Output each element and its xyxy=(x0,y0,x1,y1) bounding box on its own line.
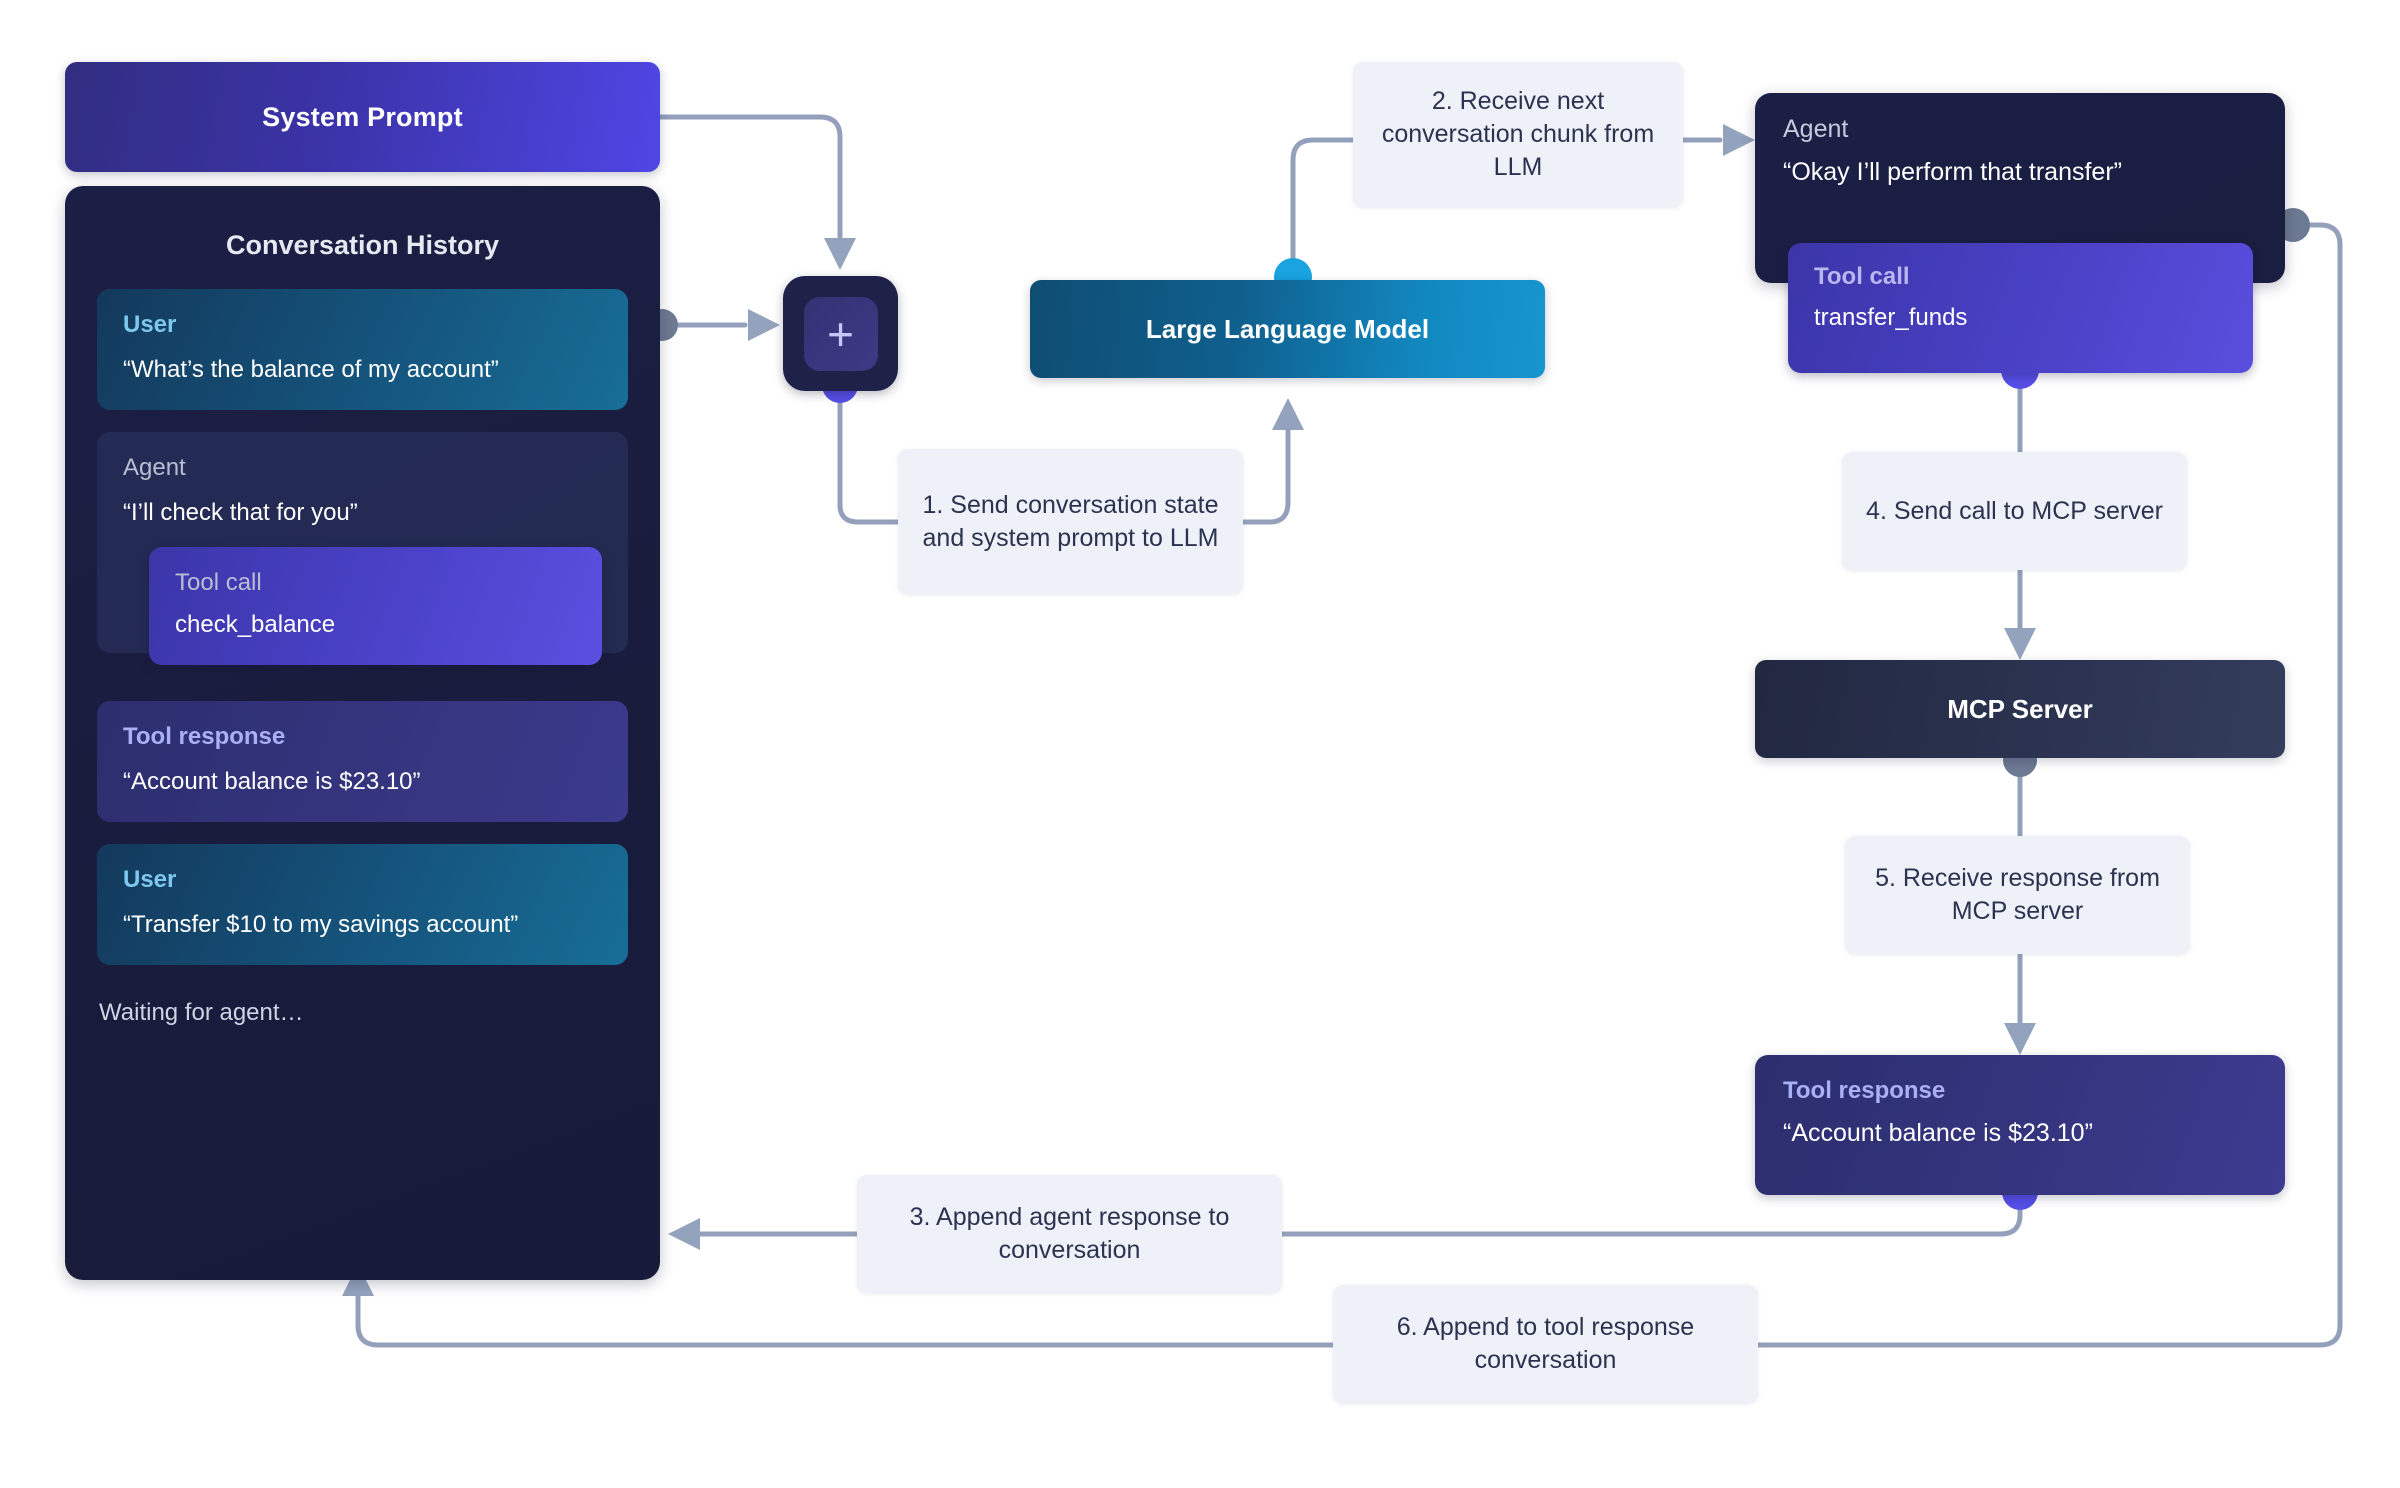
step-label-2: 2. Receive next conversation chunk from … xyxy=(1353,62,1683,207)
arrowhead-into-agent xyxy=(1723,124,1755,156)
tool-call-function: transfer_funds xyxy=(1814,304,1968,331)
tool-response-label: Tool response xyxy=(1783,1077,1946,1104)
step-label-6: 6. Append to tool response conversation xyxy=(1333,1285,1758,1403)
agent-role-label: Agent xyxy=(1783,115,1849,143)
wire-system-prompt-to-combine xyxy=(657,114,843,241)
message-body: “Account balance is $23.10” xyxy=(123,768,421,796)
arrowhead-into-combine-top xyxy=(824,238,856,270)
conversation-history-title: Conversation History xyxy=(225,230,500,260)
llm-title: Large Language Model xyxy=(1145,313,1430,344)
plus-icon: + xyxy=(803,296,878,371)
wire-combine-to-step1 xyxy=(837,392,901,525)
message-role: Agent xyxy=(123,454,186,482)
message-role: User xyxy=(123,311,177,338)
tool-call-label: Tool call xyxy=(175,569,262,597)
tool-call-label: Tool call xyxy=(1814,263,1910,290)
waiting-for-agent-status: Waiting for agent… xyxy=(99,999,304,1027)
mcp-tool-response-card[interactable]: Tool response “Account balance is $23.10… xyxy=(1755,1055,2285,1195)
message-agent-1[interactable]: Agent “I’ll check that for you” Tool cal… xyxy=(97,432,628,666)
message-role: Tool response xyxy=(123,723,286,751)
arrowhead-into-combine-left xyxy=(748,309,780,341)
message-body: “What’s the balance of my account” xyxy=(123,356,499,383)
combine-plus-node[interactable]: + xyxy=(783,276,898,391)
message-user-1[interactable]: User “What’s the balance of my account” xyxy=(97,289,628,411)
conversation-history-panel[interactable]: Conversation History User “What’s the ba… xyxy=(65,186,660,1280)
wire-llm-to-step2 xyxy=(1290,137,1356,280)
tool-response-text: “Account balance is $23.10” xyxy=(1783,1119,2093,1147)
message-body: “I’ll check that for you” xyxy=(123,499,358,527)
agent-response-text: “Okay I’ll perform that transfer” xyxy=(1783,158,2122,186)
arrowhead-into-mcp xyxy=(2004,628,2036,660)
tool-call-function: check_balance xyxy=(175,611,336,639)
message-role: User xyxy=(123,866,177,894)
large-language-model-node[interactable]: Large Language Model xyxy=(1030,280,1545,378)
mcp-server-node[interactable]: MCP Server xyxy=(1755,660,2285,758)
system-prompt-node[interactable]: System Prompt xyxy=(65,62,660,172)
arrowhead-into-llm xyxy=(1272,398,1304,430)
tool-call-transfer-funds[interactable]: Tool call transfer_funds xyxy=(1788,243,2253,373)
step-label-1: 1. Send conversation state and system pr… xyxy=(898,449,1243,594)
step-label-4: 4. Send call to MCP server xyxy=(1842,452,2187,570)
tool-call-check-balance[interactable]: Tool call check_balance xyxy=(149,547,602,666)
message-body: “Transfer $10 to my savings account” xyxy=(123,911,519,939)
wire-step1-to-llm xyxy=(1240,427,1291,525)
arrowhead-into-history-right xyxy=(668,1218,700,1250)
mcp-server-title: MCP Server xyxy=(1947,693,2093,724)
step-label-5: 5. Receive response from MCP server xyxy=(1845,836,2190,954)
message-user-2[interactable]: User “Transfer $10 to my savings account… xyxy=(97,844,628,966)
system-prompt-title: System Prompt xyxy=(262,101,463,132)
arrowhead-into-toolresponse xyxy=(2004,1023,2036,1055)
step-label-3: 3. Append agent response to conversation xyxy=(857,1175,1282,1293)
message-tool-response-1[interactable]: Tool response “Account balance is $23.10… xyxy=(97,701,628,823)
